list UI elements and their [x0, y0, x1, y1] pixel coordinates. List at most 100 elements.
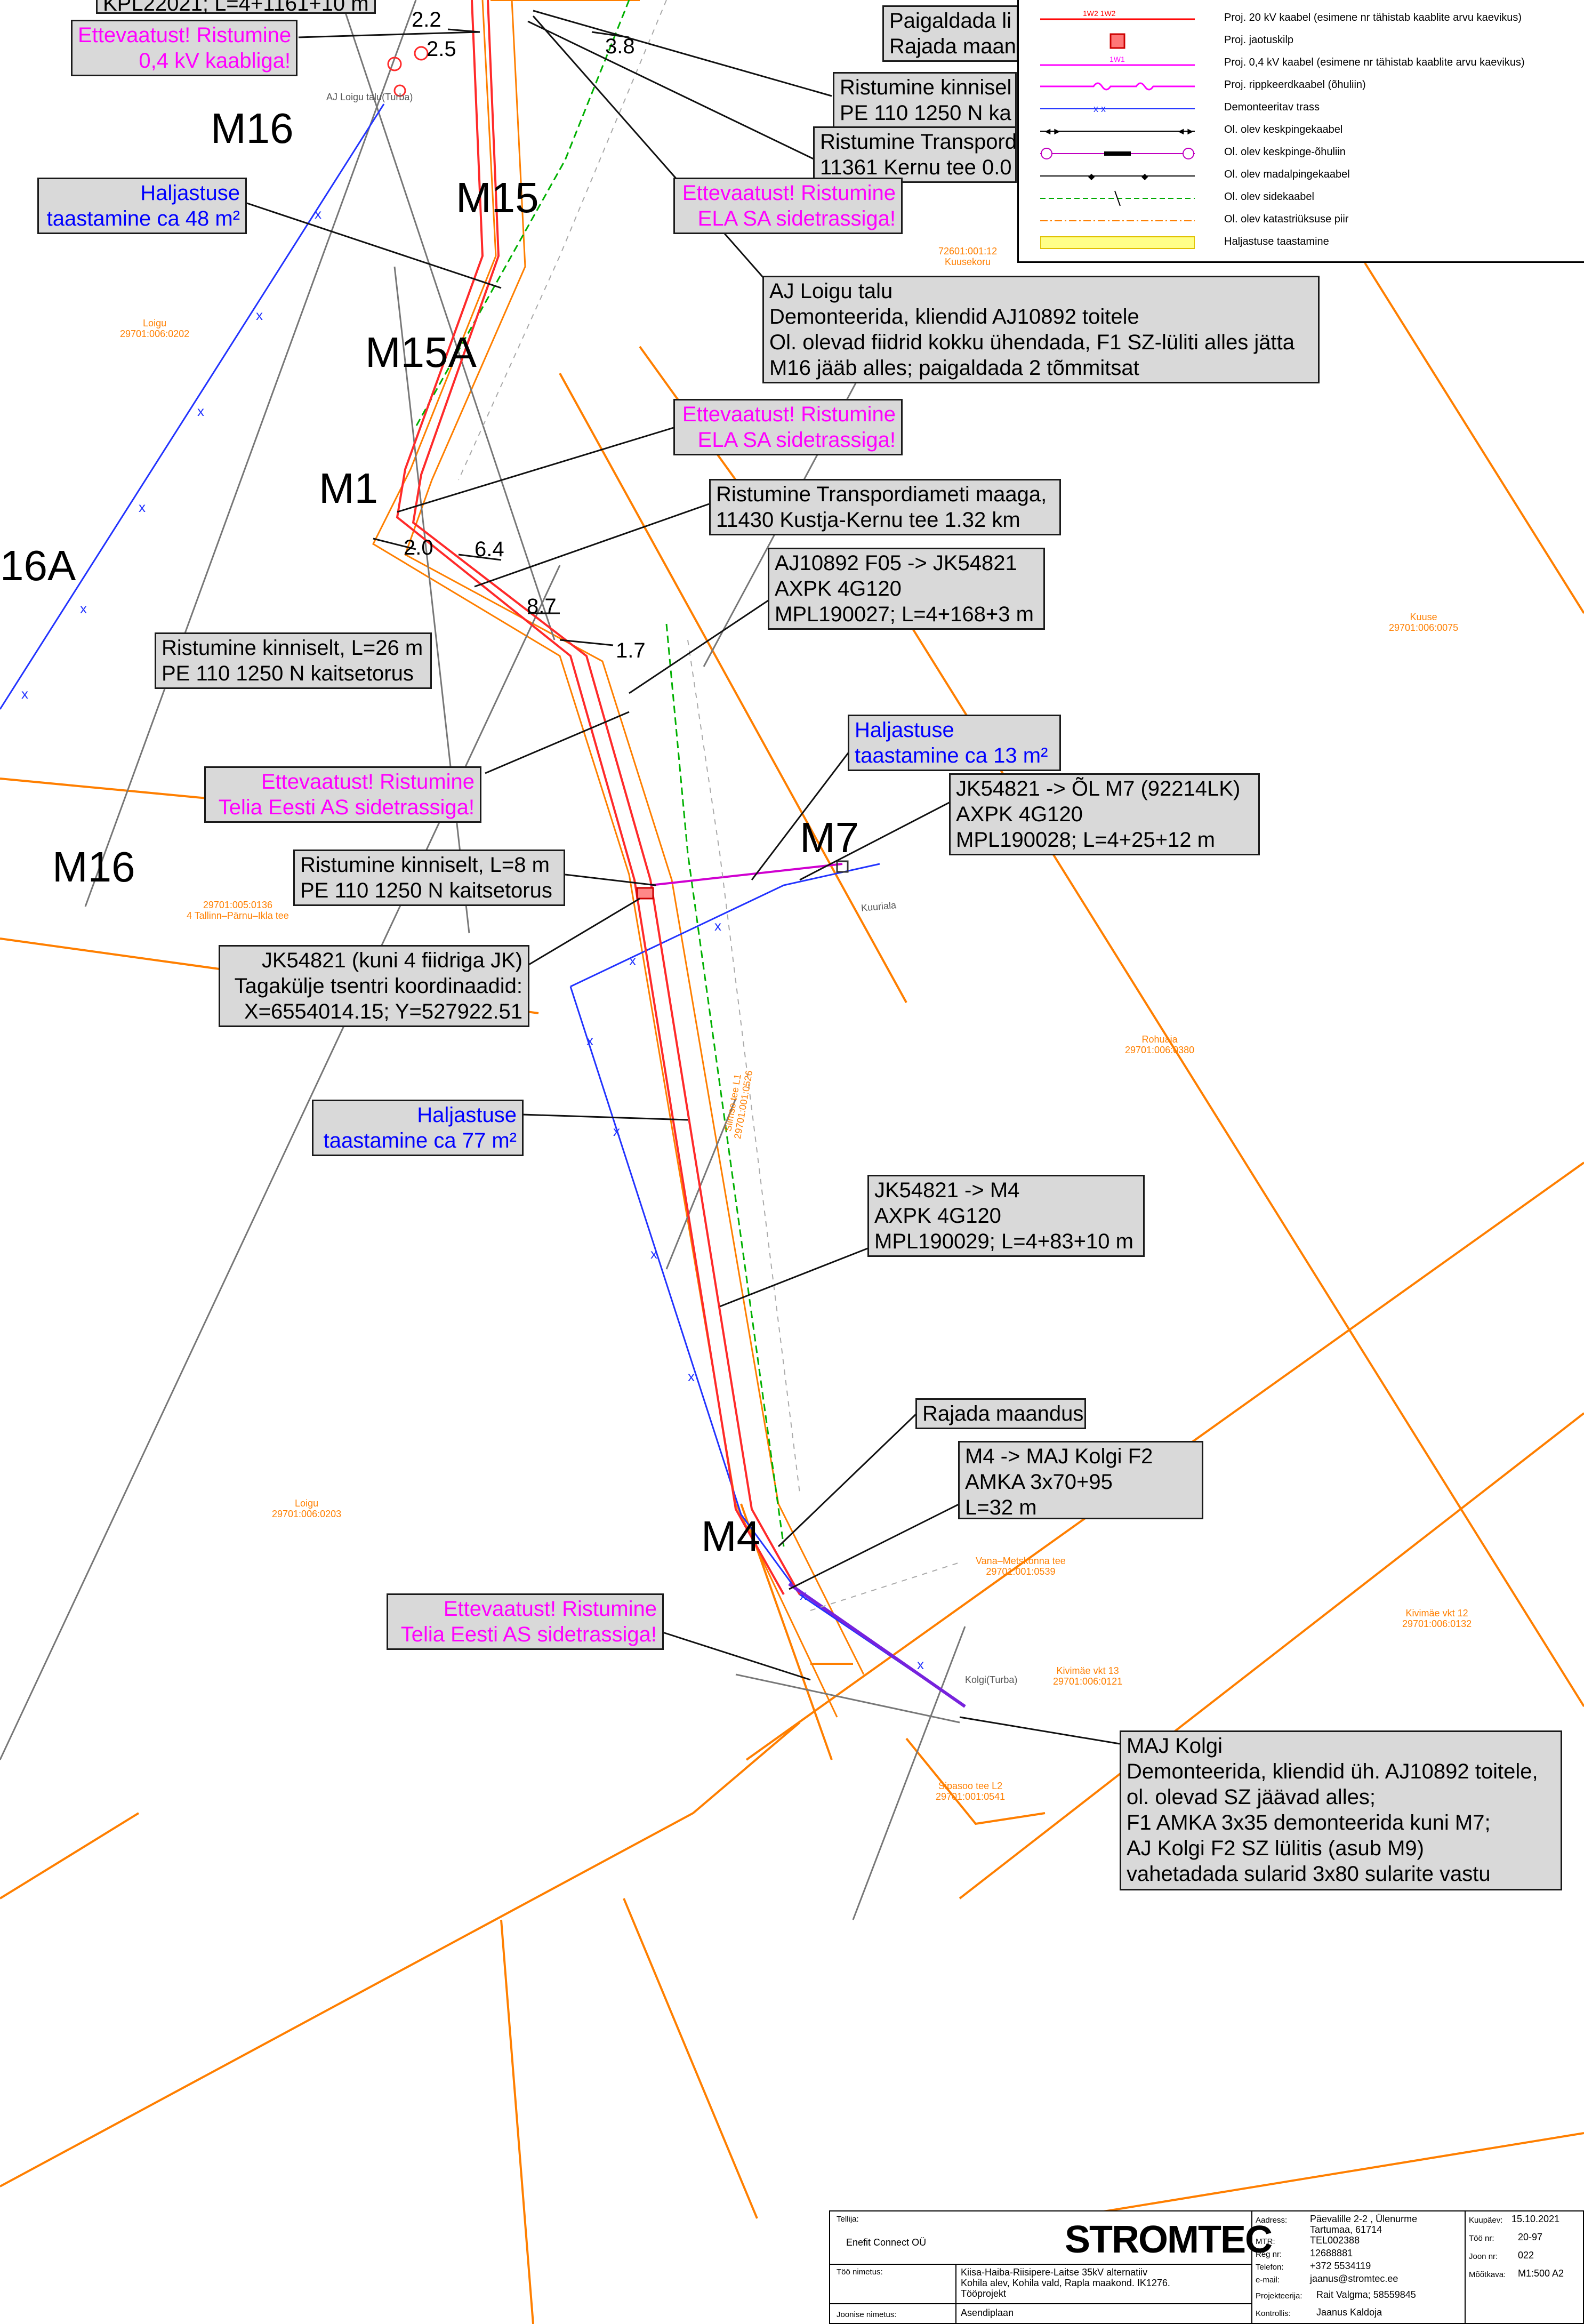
dimension-8-7: 8.7	[527, 595, 557, 618]
callout-line: Haljastuse	[855, 718, 954, 742]
svg-text:x: x	[315, 206, 321, 222]
svg-text:x: x	[650, 1246, 657, 1262]
too-nr-value: 20-97	[1518, 2232, 1543, 2242]
email-value[interactable]: jaanus@stromtec.ee	[1310, 2273, 1398, 2284]
callout-jk54821: JK54821 (kuni 4 fiidriga JK)Tagakülje ts…	[219, 945, 529, 1027]
svg-text:x x: x x	[1093, 103, 1106, 114]
mast-label-m7: M7	[800, 814, 859, 861]
svg-text:x: x	[197, 403, 204, 419]
legend-row: x x Demonteeritav trass	[1019, 97, 1584, 119]
svg-text:x: x	[613, 1123, 620, 1139]
yellow-hatch-icon	[1040, 236, 1195, 249]
callout-line: JK54821 (kuni 4 fiidriga JK)	[261, 949, 522, 972]
parcel-id: 29701:006:0202	[120, 328, 190, 339]
callout-line: Ristumine Transpordiameti maaga,	[716, 483, 1047, 506]
too-nr-label: Töö nr:	[1469, 2234, 1494, 2243]
legend-row: ◄►◄► Ol. olev keskpingekaabel	[1019, 119, 1584, 142]
dimension-2-0: 2.0	[404, 536, 433, 559]
callout-line: M4 -> MAJ Kolgi F2	[965, 1445, 1153, 1468]
too-nimetus-line: Kiisa-Haiba-Riisipere-Laitse 35kV altern…	[961, 2267, 1148, 2278]
parcel-name: Loigu	[143, 318, 167, 328]
callout-line: taastamine ca 48 m²	[46, 207, 240, 230]
dimension-3-8: 3.8	[605, 35, 635, 58]
svg-text:◆: ◆	[1141, 172, 1148, 181]
legend-label: Ol. olev madalpingekaabel	[1224, 169, 1350, 180]
callout-line: AMKA 3x70+95	[965, 1470, 1113, 1494]
moodtkava-value: M1:500 A2	[1518, 2268, 1564, 2279]
legend-label: Proj. rippkeerdkaabel (õhuliin)	[1224, 79, 1366, 91]
magenta-cable-icon: 1W1	[1040, 55, 1195, 66]
parcel-name: Kuusekoru	[945, 256, 991, 267]
svg-text:x: x	[80, 600, 87, 616]
callout-line: Rajada maandus	[922, 1402, 1084, 1425]
callout-ristumine-transpordi-mid: Ristumine Transpordiameti maaga,11430 Ku…	[709, 479, 1061, 535]
callout-line: Ettevaatust! Ristumine	[682, 181, 896, 205]
tellija-value: Enefit Connect OÜ	[846, 2237, 927, 2248]
m7-box	[836, 860, 849, 873]
parcel-name: Kuuse	[1410, 612, 1437, 622]
parcel-id: 29701:006:0380	[1125, 1044, 1195, 1055]
black-diamond-line-icon: ◆◆	[1040, 172, 1195, 181]
legend-label: Demonteeritav trass	[1224, 101, 1320, 113]
callout-line: Ristumine kinniselt, L=8 m	[300, 853, 550, 877]
parcel-name: Loigu	[295, 1498, 319, 1509]
callout-line: JK54821 -> M4	[874, 1179, 1020, 1202]
dimension-1-7: 1.7	[616, 639, 646, 662]
parcel-name: 4 Tallinn–Pärnu–Ikla tee	[187, 910, 289, 921]
mast-label-m1: M1	[319, 464, 379, 512]
too-nimetus-label: Töö nimetus:	[837, 2267, 883, 2277]
callout-line: JK54821 -> ÕL M7 (92214LK)	[956, 777, 1241, 800]
distribution-box-icon	[1109, 33, 1125, 49]
orange-dashdot-line-icon	[1040, 220, 1195, 221]
callout-line: Demonteerida, kliendid AJ10892 toitele	[769, 305, 1139, 328]
blue-x-line-icon: x x	[1040, 103, 1195, 114]
purple-circle-line-icon	[1040, 148, 1195, 159]
title-block: Tellija: Enefit Connect OÜ STROMTEC Töö …	[829, 2210, 1584, 2324]
m4-kolgi-line	[788, 1582, 966, 1708]
parcel-name: Rohuaia	[1141, 1034, 1178, 1045]
legend-row: Proj. rippkeerdkaabel (õhuliin)	[1019, 75, 1584, 97]
tellija-label: Tellija:	[837, 2215, 859, 2224]
too-nimetus-line: Kohila alev, Kohila vald, Rapla maakond.…	[961, 2278, 1170, 2288]
kuupaev-value: 15.10.2021	[1511, 2214, 1560, 2224]
symbols	[387, 46, 429, 97]
callout-line: MPL190028; L=4+25+12 m	[956, 828, 1215, 852]
callout-line: PE 110 1250 N kaitsetorus	[300, 879, 552, 902]
mtr-value: TEL002388	[1310, 2235, 1360, 2246]
callout-line: AXPK 4G120	[874, 1204, 1001, 1228]
too-nimetus-line: Tööprojekt	[961, 2288, 1007, 2299]
callout-line: Haljastuse	[417, 1103, 517, 1127]
callout-line: Demonteerida, kliendid üh. AJ10892 toite…	[1127, 1760, 1538, 1783]
callout-line: Haljastuse	[140, 181, 240, 205]
projekteerija-label: Projekteerija:	[1256, 2291, 1302, 2301]
kontrollis-label: Kontrollis:	[1256, 2309, 1291, 2318]
parcel-id: 29701:006:0075	[1389, 622, 1459, 633]
legend-row: Ol. olev keskpinge-õhuliin	[1019, 142, 1584, 164]
callout-line: AJ Loigu talu	[769, 279, 893, 303]
mtr-label: MTR:	[1256, 2237, 1275, 2246]
magenta-wave-icon	[1040, 82, 1195, 91]
map-label-kolgi: Kolgi(Turba)	[965, 1674, 1018, 1685]
callout-line: Ettevaatust! Ristumine	[261, 770, 475, 794]
projected-04kv	[650, 863, 843, 886]
green-dash-line-icon	[1040, 190, 1195, 206]
kuupaev-label: Kuupäev:	[1469, 2216, 1503, 2225]
callout-line: Rajada maan	[889, 35, 1016, 58]
legend-row: 1W1 Proj. 0,4 kV kaabel (esimene nr tähi…	[1019, 52, 1584, 75]
svg-text:1W2 1W2: 1W2 1W2	[1083, 9, 1116, 18]
